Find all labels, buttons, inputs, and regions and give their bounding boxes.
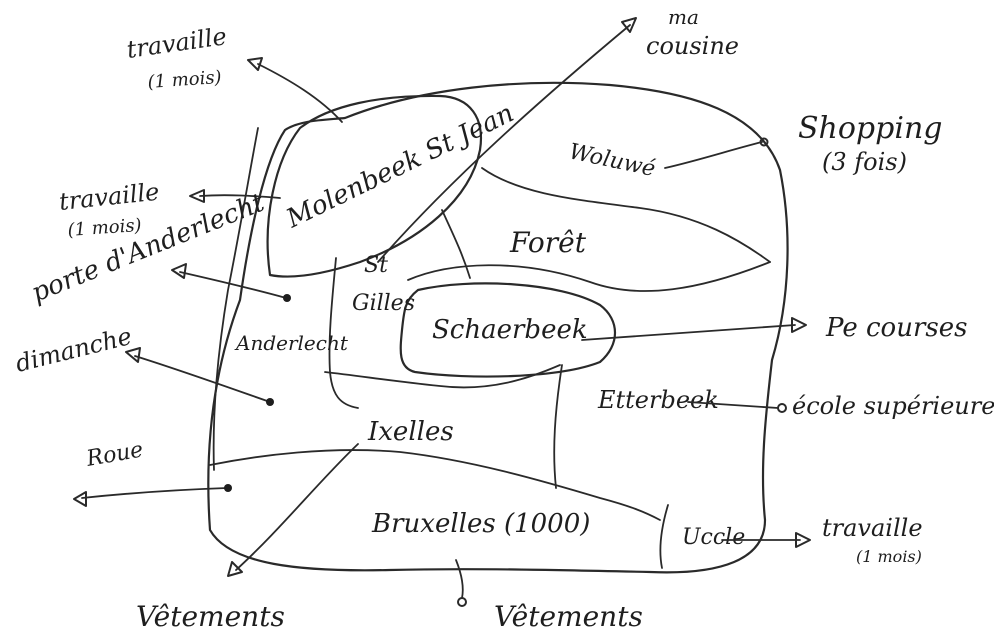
divider-anderlecht-stgilles (328, 257, 359, 409)
label-foret: Forêt (509, 226, 587, 259)
label-bruxelles: Bruxelles (1000) (371, 509, 590, 539)
label-anderlecht: Anderlecht (234, 331, 349, 355)
arrowhead-travaille-right (795, 532, 811, 548)
arrow-etterbeek-ecole (687, 401, 779, 409)
label-woluwe: Woluwé (567, 139, 658, 182)
divider-etterbeek-west (553, 364, 563, 489)
divider-foret-woluwe (481, 167, 771, 263)
arrowhead-porte-anderlecht (171, 263, 187, 279)
arrow-molenbeek-travaille (257, 63, 343, 123)
label-st-gilles-2: Gilles (352, 291, 415, 316)
divider-foret-schaerbeek (407, 261, 771, 292)
dot-shopping (759, 137, 769, 147)
label-ixelles: Ixelles (367, 417, 454, 447)
dot-vetements-bottom (457, 597, 467, 607)
arrowhead-roue (73, 491, 87, 507)
annot-travaille-right-1: travaille (822, 514, 923, 542)
label-etterbeek: Etterbeek (597, 386, 719, 414)
arrow-ixelles-vetements (235, 443, 359, 571)
annot-travaille-top-1: travaille (125, 22, 228, 64)
arrow-roue (81, 487, 228, 499)
annot-vetements-left: Vêtements (136, 600, 285, 633)
arrow-schaerbeek-courses (581, 324, 796, 341)
annot-shopping-1: Shopping (798, 111, 942, 146)
city-outer-boundary (207, 81, 789, 574)
annot-ma-cousine-1: ma (668, 5, 699, 29)
arrow-molenbeek-travaille-left (199, 194, 281, 199)
divider-bruxelles-top (209, 449, 661, 521)
dot-roue (224, 484, 232, 492)
arrow-stgilles-cousine (377, 24, 631, 263)
arrow-woluwe-shopping (664, 141, 763, 169)
label-schaerbeek: Schaerbeek (432, 315, 588, 345)
annot-travaille-left-2: (1 mois) (67, 215, 142, 241)
annot-travaille-left-1: travaille (58, 178, 161, 216)
dot-ecole (777, 403, 787, 413)
divider-ixelles-top (324, 364, 561, 389)
annot-shopping-2: (3 fois) (822, 148, 907, 176)
annot-vetements-bottom: Vêtements (494, 600, 643, 633)
arrow-bruxelles-vetements (455, 559, 464, 599)
molenbeek-boundary (266, 94, 483, 278)
divider-uccle-left (659, 504, 669, 569)
divider-anderlecht-left (212, 127, 259, 471)
arrowhead-travaille-top (247, 57, 263, 71)
dot-dimanche (266, 398, 274, 406)
annot-ma-cousine-2: cousine (646, 32, 739, 60)
arrowhead-courses (791, 317, 807, 333)
annot-roue: Roue (84, 437, 145, 472)
label-uccle: Uccle (682, 525, 745, 550)
annot-travaille-right-2: (1 mois) (856, 547, 922, 566)
arrow-dimanche (134, 355, 271, 403)
arrowhead-dimanche (125, 347, 141, 363)
arrowhead-travaille-left (189, 189, 205, 203)
label-st-gilles-1: St (364, 253, 388, 278)
arrowhead-cousine (621, 17, 637, 33)
divider-stgilles-foret (441, 209, 471, 279)
arrowhead-vetements-left (227, 561, 243, 577)
annot-dimanche: dimanche (13, 322, 135, 378)
annot-ecole-superieure: école supérieure (792, 392, 994, 420)
schaerbeek-boundary (399, 282, 616, 378)
label-molenbeek: Molenbeek St Jean (281, 98, 519, 234)
arrow-porte-anderlecht (179, 271, 287, 299)
dot-porte-anderlecht (283, 294, 291, 302)
annot-petites-courses: Pe courses (825, 313, 967, 343)
annot-travaille-top-2: (1 mois) (147, 67, 222, 93)
